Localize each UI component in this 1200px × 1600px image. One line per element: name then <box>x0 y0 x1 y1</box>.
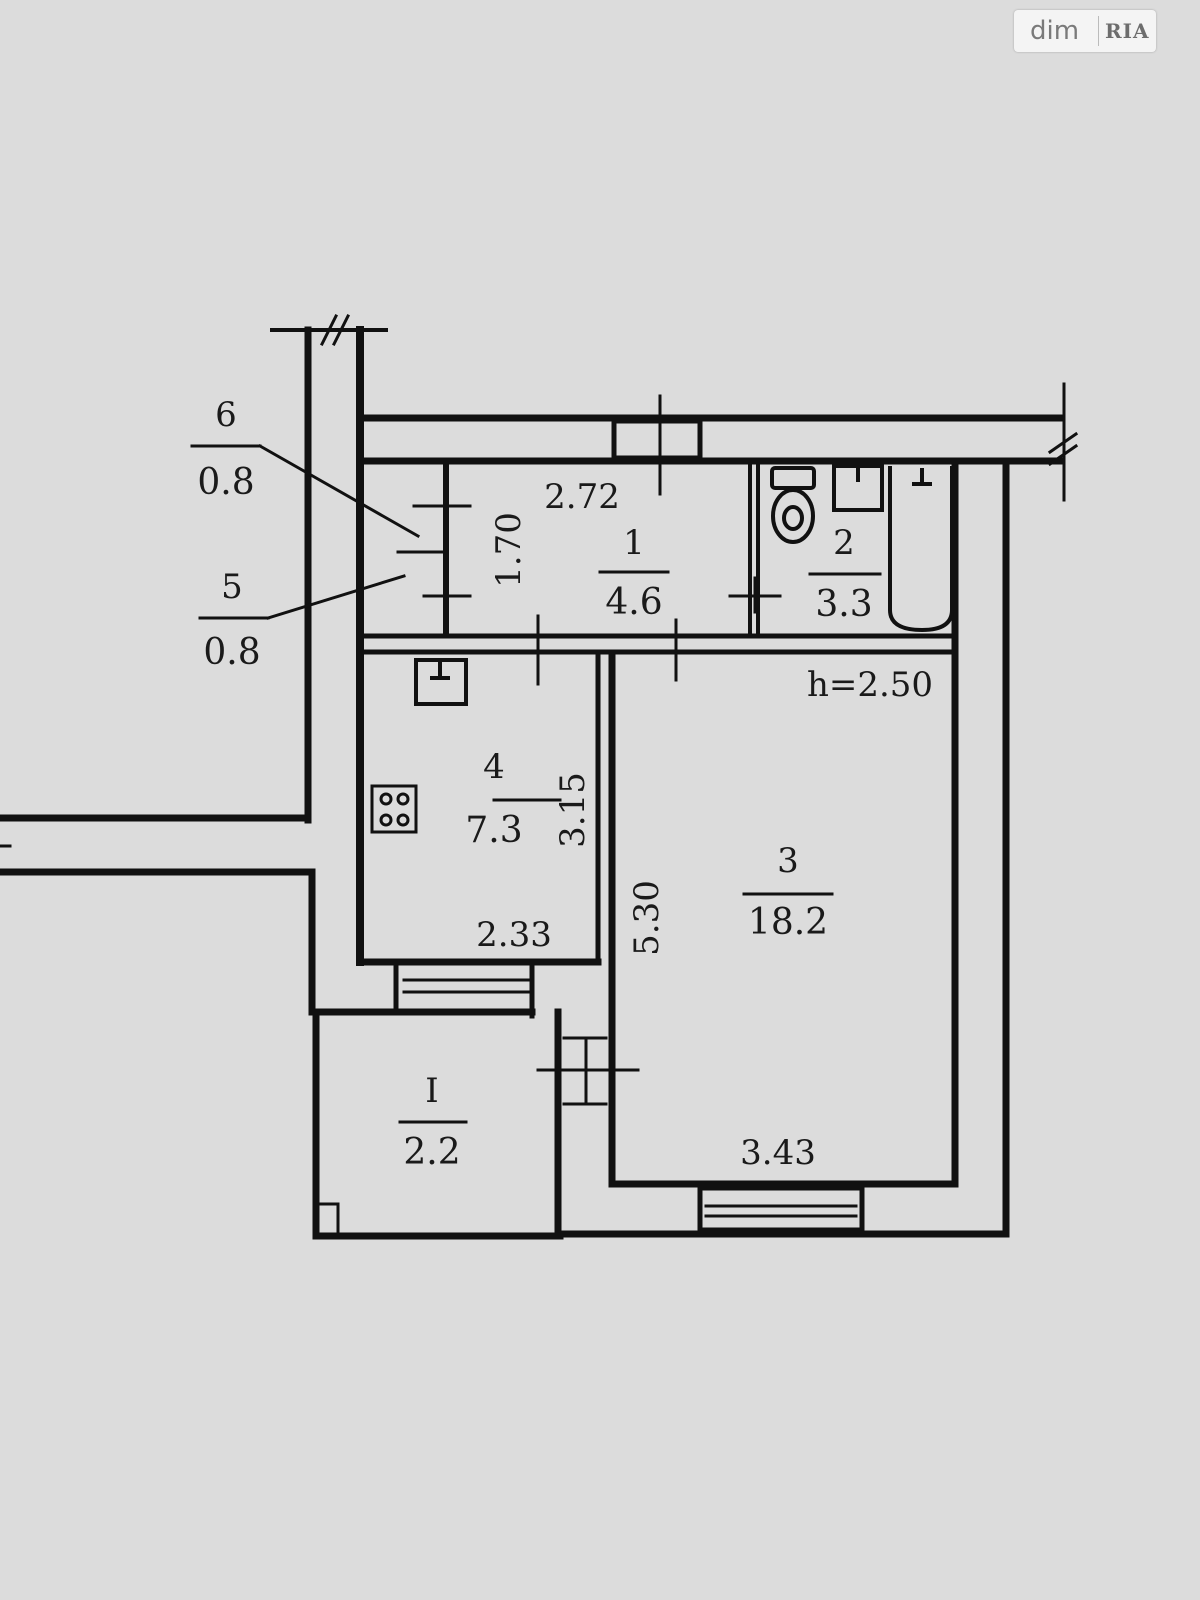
stove-icon <box>370 784 418 834</box>
room-1-area: 4.6 <box>605 582 662 623</box>
room-3-number: 3 <box>777 841 799 881</box>
dimension-living-width: 3.43 <box>740 1133 816 1173</box>
watermark-brand-left: dim <box>1030 16 1080 46</box>
sink-icon <box>832 464 884 512</box>
leader-lines <box>190 443 882 1124</box>
watermark-separator <box>1098 16 1099 46</box>
dimension-kitchen-depth: 3.15 <box>553 772 593 848</box>
room-5-area: 0.8 <box>203 632 260 673</box>
dimension-living-depth: 5.30 <box>627 880 667 956</box>
room-6-area: 0.8 <box>197 462 254 503</box>
watermark-logo: dim RIA <box>1014 10 1156 52</box>
room-I-number: I <box>425 1071 438 1111</box>
room-2-area: 3.3 <box>815 584 872 625</box>
exterior-walls <box>356 326 1079 1238</box>
ceiling-height-label: h=2.50 <box>807 665 933 705</box>
room-2-number: 2 <box>833 523 855 563</box>
corridor-walls <box>0 313 388 1016</box>
interior-walls <box>312 652 865 1240</box>
room-I-area: 2.2 <box>403 1132 460 1173</box>
room-5-number: 5 <box>221 567 243 607</box>
room-labels: 6 0.8 5 0.8 1 4.6 2 3.3 4 7.3 3 18.2 I 2… <box>197 395 872 1173</box>
dimension-kitchen-width: 2.33 <box>476 915 552 955</box>
room-1-number: 1 <box>623 523 645 563</box>
room-4-number: 4 <box>483 747 505 787</box>
dimension-labels: 2.72 1.70 3.15 2.33 5.30 3.43 h=2.50 <box>476 477 933 1173</box>
room-6-number: 6 <box>215 395 237 435</box>
bathtub-icon <box>888 466 954 633</box>
hall-partitions <box>361 463 958 686</box>
kitchen-sink-icon <box>414 658 468 706</box>
room-4-area: 7.3 <box>465 810 522 851</box>
toilet-icon <box>770 466 816 544</box>
watermark-brand-right: RIA <box>1105 19 1150 43</box>
room-3-area: 18.2 <box>748 902 828 943</box>
dimension-hall-width: 2.72 <box>544 477 620 517</box>
dimension-hall-depth: 1.70 <box>489 512 529 588</box>
